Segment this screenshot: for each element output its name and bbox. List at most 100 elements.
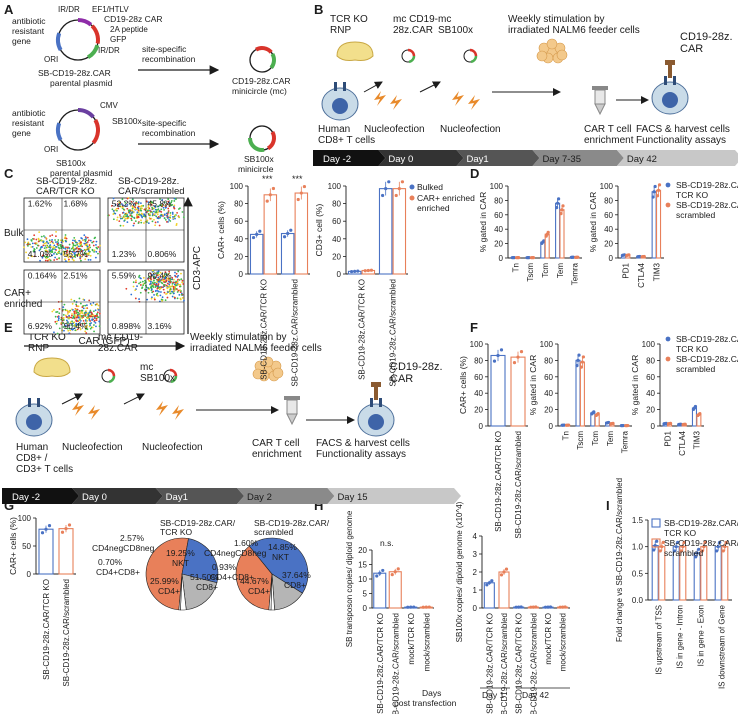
pie-slice xyxy=(178,573,183,611)
data-point xyxy=(658,549,662,553)
data-point xyxy=(369,268,374,272)
legend-label: Bulked xyxy=(417,182,443,192)
y-tick-label: 10 xyxy=(358,575,367,584)
data-point xyxy=(302,184,307,189)
x-tick-label: SB-CD19-28z.CAR/TCR KO xyxy=(376,613,385,714)
x-tick-label: SB-CD19-28z.CAR/scrambled xyxy=(291,279,300,387)
data-point xyxy=(655,539,659,543)
bar xyxy=(651,545,659,601)
label: TCR KO xyxy=(160,527,193,537)
x-tick-label: Tscm xyxy=(576,431,585,450)
timeline-day: Day -2 xyxy=(12,492,40,503)
bar xyxy=(579,361,585,427)
legend-label: CAR+ enriched xyxy=(417,193,475,203)
bar xyxy=(249,233,264,275)
enrichment-column-icon xyxy=(284,396,300,426)
data-point xyxy=(607,420,611,425)
y-tick-label: 0 xyxy=(549,422,554,431)
y-tick-label: 60 xyxy=(474,373,483,382)
data-point xyxy=(683,422,687,426)
label: 0.70% xyxy=(98,557,123,567)
label: 1.60% xyxy=(234,538,259,548)
timeline-day: Day1 xyxy=(466,154,488,165)
pie-slice xyxy=(235,545,273,611)
y-tick-label: 100 xyxy=(642,340,656,349)
data-point xyxy=(412,605,416,609)
label: CD4+CD8+ xyxy=(96,567,140,577)
x-tick-label: Temra xyxy=(621,430,630,453)
data-point xyxy=(611,421,615,425)
y-tick-label: 80 xyxy=(332,200,341,209)
x-tick-label: SB-CD19-28z.CAR/scrambled xyxy=(62,579,71,687)
timeline-day: Day 7-35 xyxy=(542,154,581,165)
rnp-icon xyxy=(33,357,71,377)
gfp-segment xyxy=(269,53,276,69)
y-tick-label: 100 xyxy=(490,182,504,191)
significance-mark: n.s. xyxy=(380,538,394,548)
y-tick-label: 0.0 xyxy=(632,596,644,605)
y-tick-label: 80 xyxy=(494,196,503,205)
data-point xyxy=(60,530,65,534)
minicircle-sb100x xyxy=(248,125,276,152)
y-tick-label: 20 xyxy=(332,252,341,261)
label: resistant xyxy=(12,26,45,36)
timeline-segment xyxy=(327,488,461,504)
y-tick-label: 4 xyxy=(473,532,478,541)
data-point xyxy=(621,423,626,428)
label: parental plasmid xyxy=(50,78,113,88)
y-axis-title: CAR+ cells (%) xyxy=(8,517,18,575)
data-point xyxy=(363,269,367,273)
timeline-day: Day 15 xyxy=(337,492,367,503)
data-point xyxy=(543,605,548,609)
plasmid-segment xyxy=(108,375,116,384)
label: ORI xyxy=(44,55,58,64)
y-axis-title: SB100x copies/ diploid genome (x10^4) xyxy=(455,501,464,642)
row-label: CAR+ xyxy=(4,288,31,299)
plasmid-segment xyxy=(169,368,178,377)
plasmid-sb100x xyxy=(56,108,100,151)
y-tick-label: 100 xyxy=(18,514,32,523)
label: gene xyxy=(12,36,31,46)
timeline-segment xyxy=(532,150,624,166)
label: 28z.CAR xyxy=(393,25,433,36)
legend-label: TCR KO xyxy=(676,344,709,354)
bar xyxy=(263,194,278,275)
pie-scrambled xyxy=(235,537,309,611)
quadrant-percent: 2.51% xyxy=(64,270,89,280)
x-tick-label: SB-CD19-28z.CAR/scrambled xyxy=(391,613,400,714)
x-tick-label: SB-CD19-28z.CAR/scrambled xyxy=(500,613,509,714)
data-point xyxy=(296,197,300,202)
label: antibiotic xyxy=(12,16,46,26)
data-point xyxy=(638,254,642,259)
label: antibiotic xyxy=(12,108,46,118)
label: NKT xyxy=(272,552,289,562)
flow-plot-1 xyxy=(107,197,185,263)
quadrant-percent: 6.92% xyxy=(28,321,53,331)
data-point xyxy=(673,549,677,553)
y-axis-title: % gated in CAR xyxy=(630,355,640,415)
label: SB100x xyxy=(112,116,143,126)
x-tick-label: Temra xyxy=(571,262,580,285)
bar xyxy=(510,356,526,427)
y-tick-label: 20 xyxy=(604,240,613,249)
y-tick-label: 0 xyxy=(651,422,656,431)
panel-letter: A xyxy=(4,2,14,17)
label: SB100x xyxy=(244,154,275,164)
x-tick-label: SB-CD19-28z.CAR/scrambled xyxy=(514,431,523,539)
nucleofection-icon xyxy=(468,95,480,110)
data-point xyxy=(652,548,656,552)
panel-letter: C xyxy=(4,166,14,181)
nucleofection-icon xyxy=(72,401,84,416)
y-tick-label: 40 xyxy=(332,235,341,244)
y-tick-label: 0 xyxy=(239,270,244,279)
bar xyxy=(714,546,722,601)
legend-label: TCR KO xyxy=(676,190,709,200)
label: CD4+CD8+ xyxy=(210,572,254,582)
label: IR/DR xyxy=(58,5,80,14)
label: Days xyxy=(422,688,441,698)
data-point xyxy=(531,256,536,260)
